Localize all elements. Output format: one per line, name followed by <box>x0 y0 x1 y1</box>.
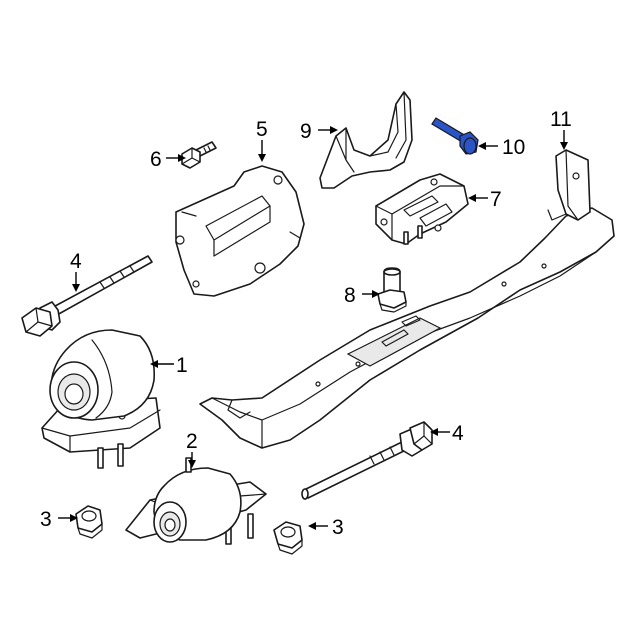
callout-1: 1 <box>176 354 188 377</box>
callout-8: 8 <box>344 284 356 307</box>
callout-5: 5 <box>256 118 268 141</box>
bolt-4-upper[interactable] <box>21 255 153 337</box>
leader-lines <box>58 126 568 530</box>
bracket-5[interactable] <box>175 165 305 297</box>
callout-2: 2 <box>186 430 198 453</box>
bolt-4-lower[interactable] <box>301 421 433 500</box>
callout-9: 9 <box>300 120 312 143</box>
bolt-10-highlighted[interactable] <box>431 117 479 155</box>
callout-10: 10 <box>502 136 525 159</box>
callout-3-right: 3 <box>332 516 344 539</box>
callout-4-upper: 4 <box>70 250 82 273</box>
callout-11: 11 <box>550 108 572 131</box>
heat-shield-9[interactable] <box>319 91 413 189</box>
callout-3-left: 3 <box>40 508 52 531</box>
engine-mount-1[interactable] <box>41 329 161 469</box>
callout-labels: 1 2 3 3 4 4 5 6 7 8 9 10 11 <box>40 108 572 539</box>
transmission-mount-2[interactable] <box>125 457 267 545</box>
nut-3-left[interactable] <box>75 505 103 539</box>
mount-bracket-7[interactable] <box>375 173 469 245</box>
callout-6: 6 <box>150 148 162 171</box>
nut-3-right[interactable] <box>273 521 303 555</box>
stud-bolt-8[interactable] <box>377 267 407 313</box>
bolt-6[interactable] <box>181 141 217 169</box>
callout-7: 7 <box>490 188 502 211</box>
callout-4-lower: 4 <box>452 422 464 445</box>
crossmember-11[interactable] <box>199 149 615 449</box>
